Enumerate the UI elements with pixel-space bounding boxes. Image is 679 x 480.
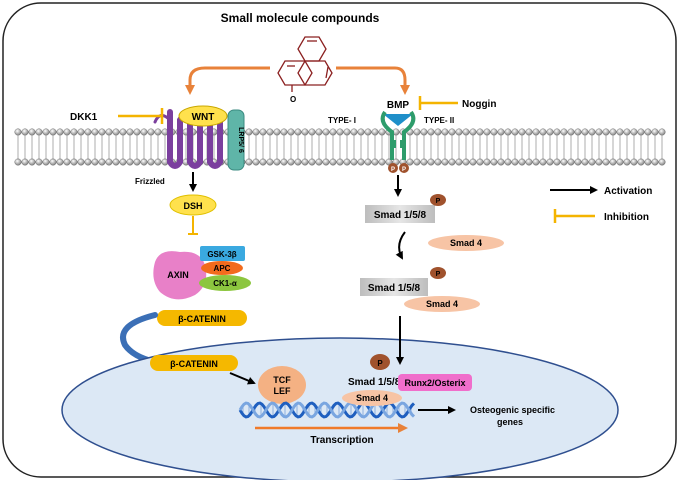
noggin-label: Noggin — [462, 99, 496, 110]
dsh-label: DSH — [183, 201, 202, 211]
compound-carbonyl-label: O — [290, 95, 296, 104]
smad4-label-b: Smad 4 — [426, 299, 458, 309]
smad4-label-a: Smad 4 — [450, 238, 482, 248]
type2-label: TYPE- II — [424, 116, 454, 125]
legend-activation-label: Activation — [604, 186, 652, 197]
beta-catenin-nuc-node — [150, 355, 238, 371]
catenin-translocation-arrow — [120, 312, 158, 363]
phospho-b — [430, 267, 446, 279]
receptor-phospho-2 — [399, 163, 409, 173]
osteogenic-label-line1: Osteogenic specific — [470, 405, 555, 415]
dkk1-inhibition — [118, 108, 164, 124]
smad4-join-arrow — [395, 231, 406, 260]
compound-structure — [277, 36, 333, 92]
catenin-to-tcf-arrow — [229, 372, 256, 385]
lef-label: LEF — [274, 386, 292, 396]
lrp-receptor — [227, 109, 245, 171]
axin-label: AXIN — [167, 270, 189, 280]
smad4-node-b — [404, 296, 480, 312]
noggin-inhibition — [418, 96, 458, 110]
runx2-node — [398, 374, 472, 391]
receptor-phospho-label-2: P — [402, 167, 406, 173]
legend: Activation Inhibition — [550, 186, 652, 223]
legend-inhibition-label: Inhibition — [604, 212, 649, 223]
nucleus — [61, 337, 619, 480]
dsh-node — [169, 194, 217, 216]
phospho-label-c: P — [377, 359, 383, 368]
axin-node — [153, 251, 207, 300]
bmp-label: BMP — [387, 100, 410, 111]
wnt-ligand — [178, 105, 228, 127]
dsh-inhibition — [188, 216, 198, 235]
phospho-label-a: P — [436, 198, 441, 205]
phospho-c — [370, 354, 390, 370]
transcription-label: Transcription — [310, 435, 373, 446]
dna-helix — [238, 401, 416, 419]
tcf-lef-node — [258, 366, 306, 404]
frizzled-label: Frizzled — [135, 177, 165, 186]
smad158-node-a — [365, 205, 435, 223]
smad158-label-a: Smad 1/5/8 — [374, 210, 427, 221]
apc-node — [201, 261, 243, 275]
phospho-label-b: P — [436, 271, 441, 278]
legend-inhibition-symbol — [553, 209, 595, 223]
wnt-label: WNT — [192, 112, 215, 123]
apc-label: APC — [214, 264, 231, 273]
smad158-node-b — [360, 278, 428, 296]
phospho-a — [430, 194, 446, 206]
receptor-phospho-label-1: P — [391, 167, 395, 173]
gsk-label: GSK-3β — [207, 250, 236, 259]
beta-catenin-cyto-node — [157, 310, 247, 326]
ck1-label: CK1-α — [213, 279, 237, 288]
bmp-receptor — [380, 110, 416, 160]
beta-catenin-nuc-label: β-CATENIN — [170, 359, 218, 369]
cell-membrane — [14, 126, 666, 168]
gsk-node — [200, 246, 245, 261]
lrp-label: LRP5/ 6 — [237, 127, 244, 153]
dkk1-label: DKK1 — [70, 112, 98, 123]
receptor-phospho-1 — [388, 163, 398, 173]
compound-arrows — [185, 66, 410, 95]
smad158-label-c: Smad 1/5/8 — [348, 377, 401, 388]
ck1-node — [199, 275, 251, 291]
smad4-node-a — [428, 235, 504, 251]
smad4-node-c — [342, 390, 402, 406]
beta-catenin-cyto-label: β-CATENIN — [178, 314, 226, 324]
osteogenic-label-line2: genes — [497, 417, 523, 427]
type1-label: TYPE- I — [328, 116, 356, 125]
smad158-label-b: Smad 1/5/8 — [368, 283, 421, 294]
runx2-label: Runx2/Osterix — [404, 378, 465, 388]
smad4-label-c: Smad 4 — [356, 393, 388, 403]
tcf-label: TCF — [273, 375, 291, 385]
diagram-title: Small molecule compounds — [221, 11, 380, 25]
